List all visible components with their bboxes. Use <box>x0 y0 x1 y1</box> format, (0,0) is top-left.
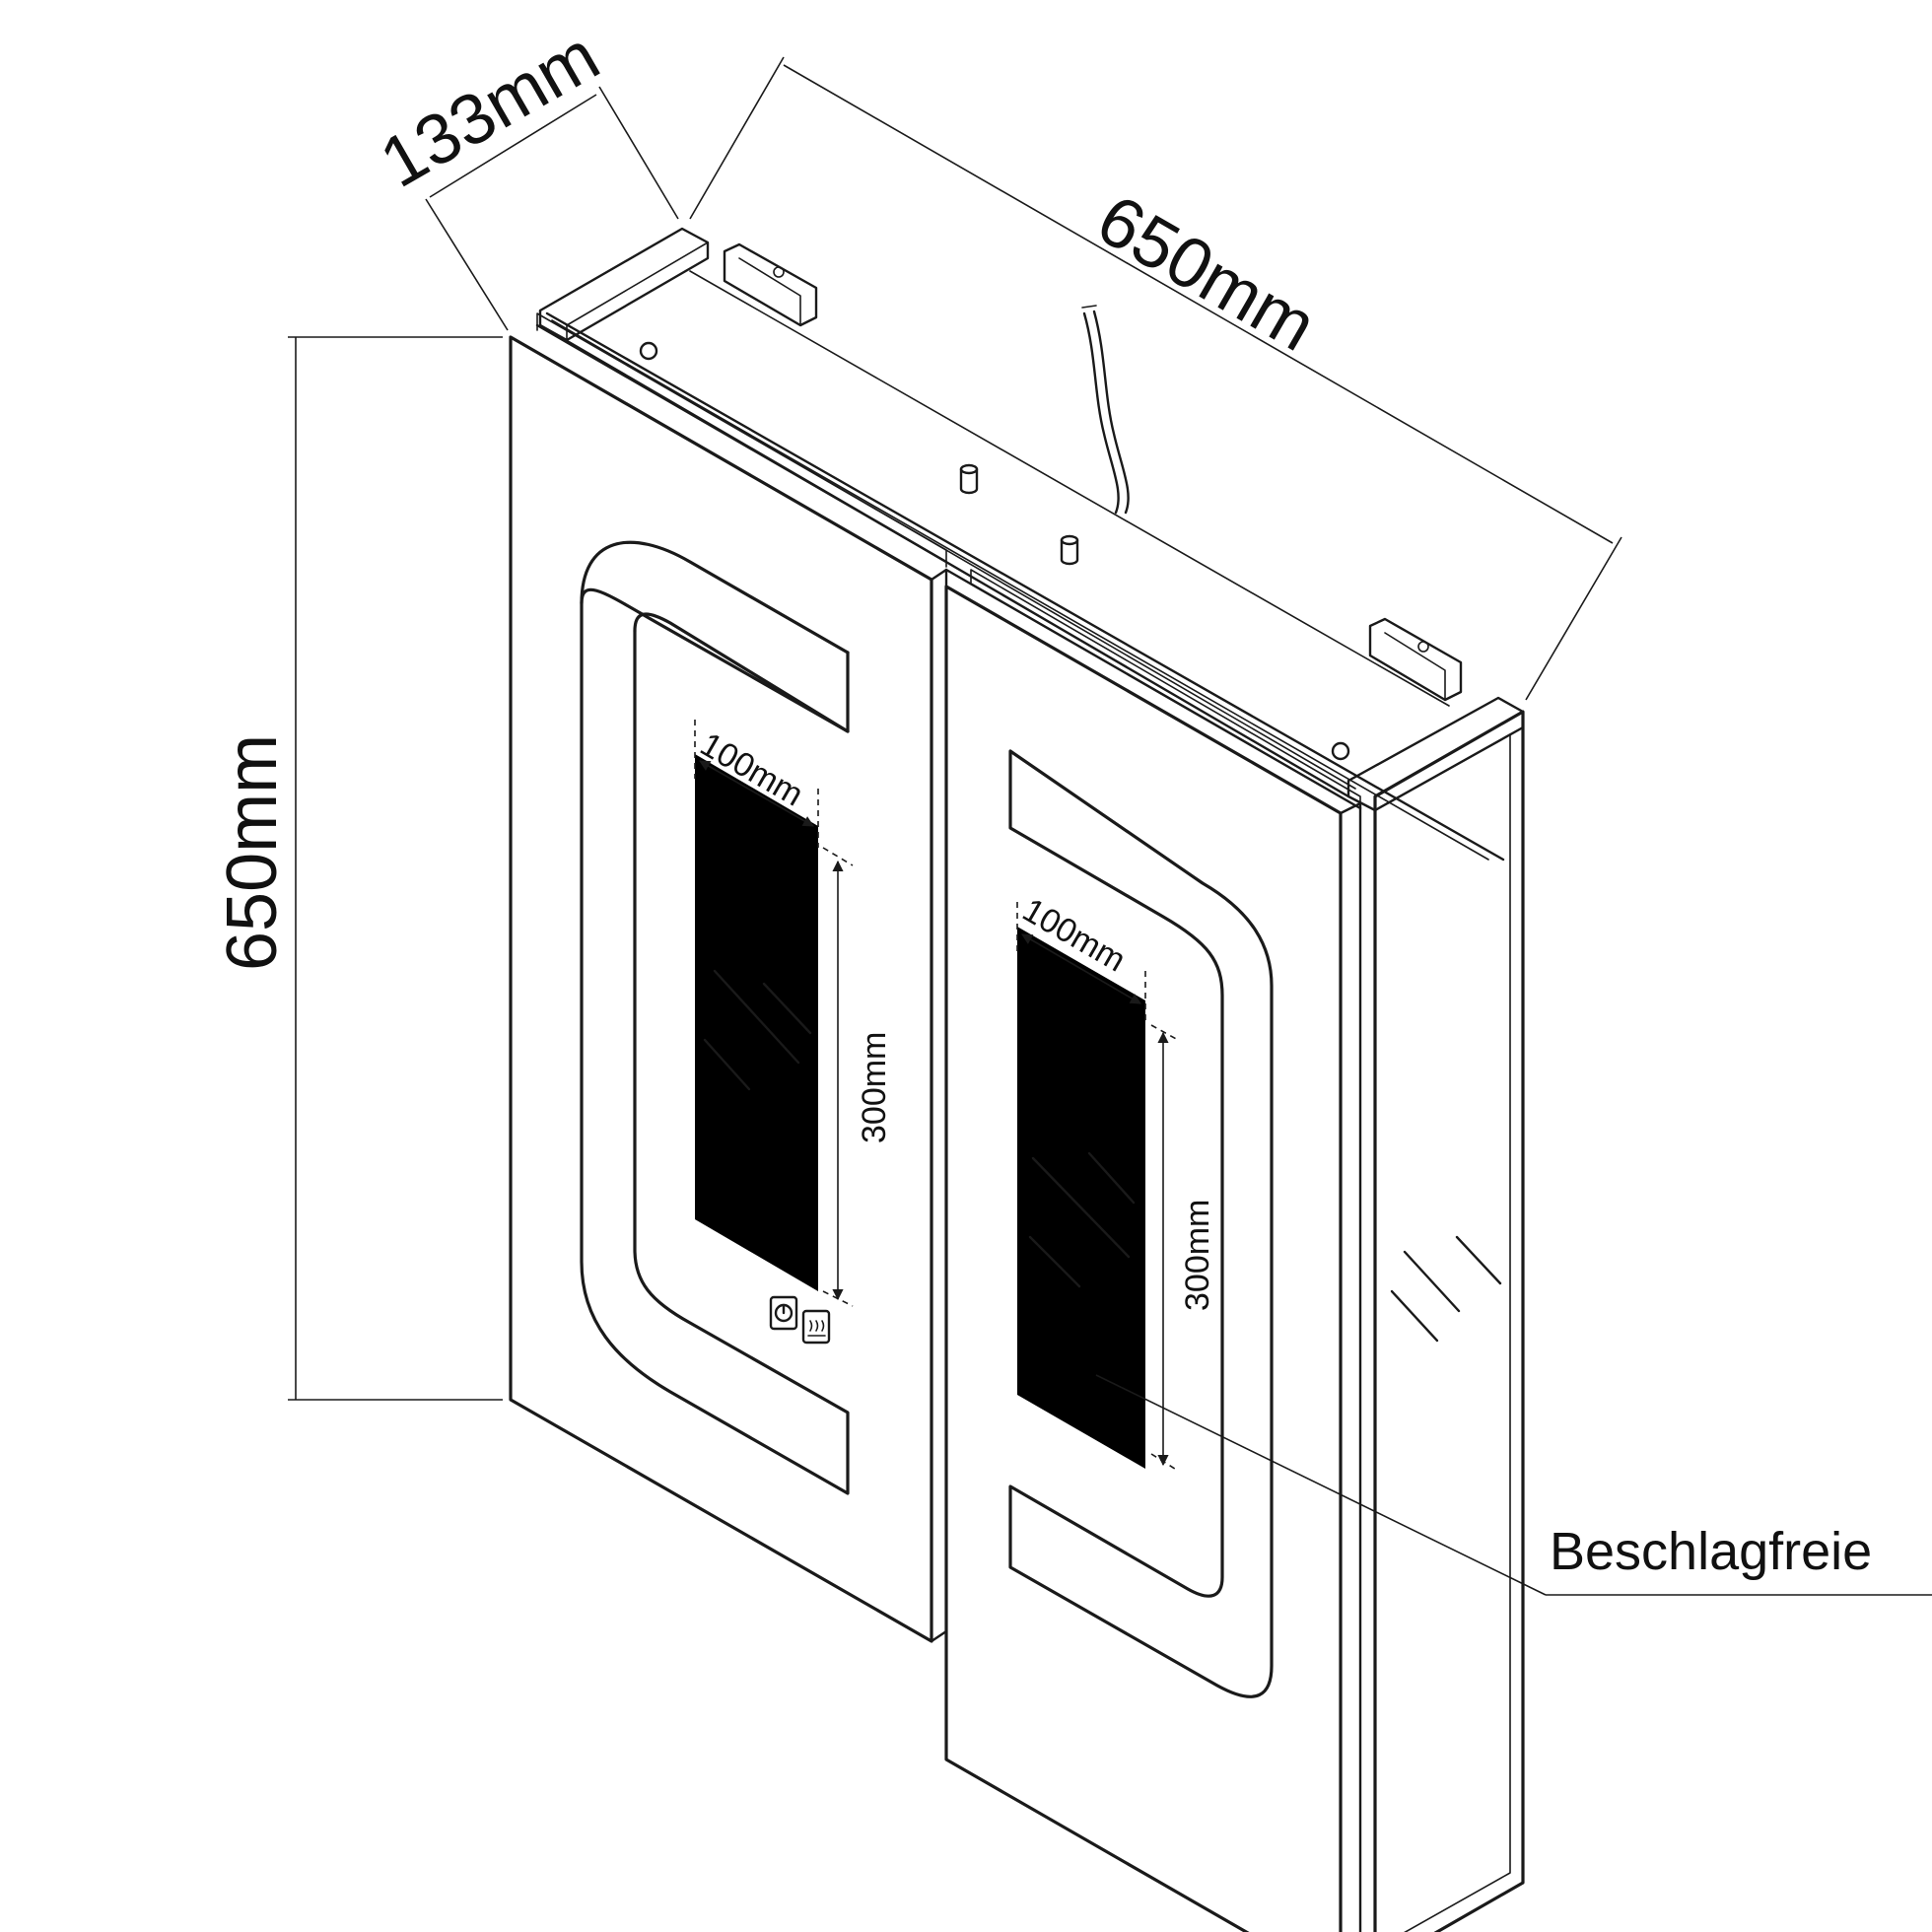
left-height-label: 300mm <box>856 1032 893 1143</box>
width-dimension: 650mm <box>689 56 1622 701</box>
defogger-icon <box>801 1309 831 1345</box>
mounting-pin-1 <box>959 463 979 495</box>
top-fixings <box>639 341 1350 761</box>
left-door: 100mm 300mm <box>509 312 948 1643</box>
power-switch-icon <box>769 1295 798 1331</box>
wall-bracket-left <box>723 242 818 327</box>
side-mirror-reflection <box>1390 1235 1502 1343</box>
callout-label: Beschlagfreie <box>1550 1522 1872 1581</box>
right-height-label: 300mm <box>1179 1200 1216 1311</box>
depth-dimension: 133mm <box>368 17 679 331</box>
height-label: 650mm <box>213 734 292 971</box>
width-label: 650mm <box>1084 180 1329 367</box>
power-cable <box>1081 305 1130 515</box>
mounting-pin-2 <box>1060 534 1079 566</box>
wall-bracket-right <box>1368 617 1463 702</box>
right-door: 100mm 300mm <box>944 568 1362 1932</box>
depth-label: 133mm <box>368 17 612 203</box>
height-dimension: 650mm <box>213 336 503 1401</box>
callout-beschlagfreie: Beschlagfreie <box>1095 1374 1932 1596</box>
